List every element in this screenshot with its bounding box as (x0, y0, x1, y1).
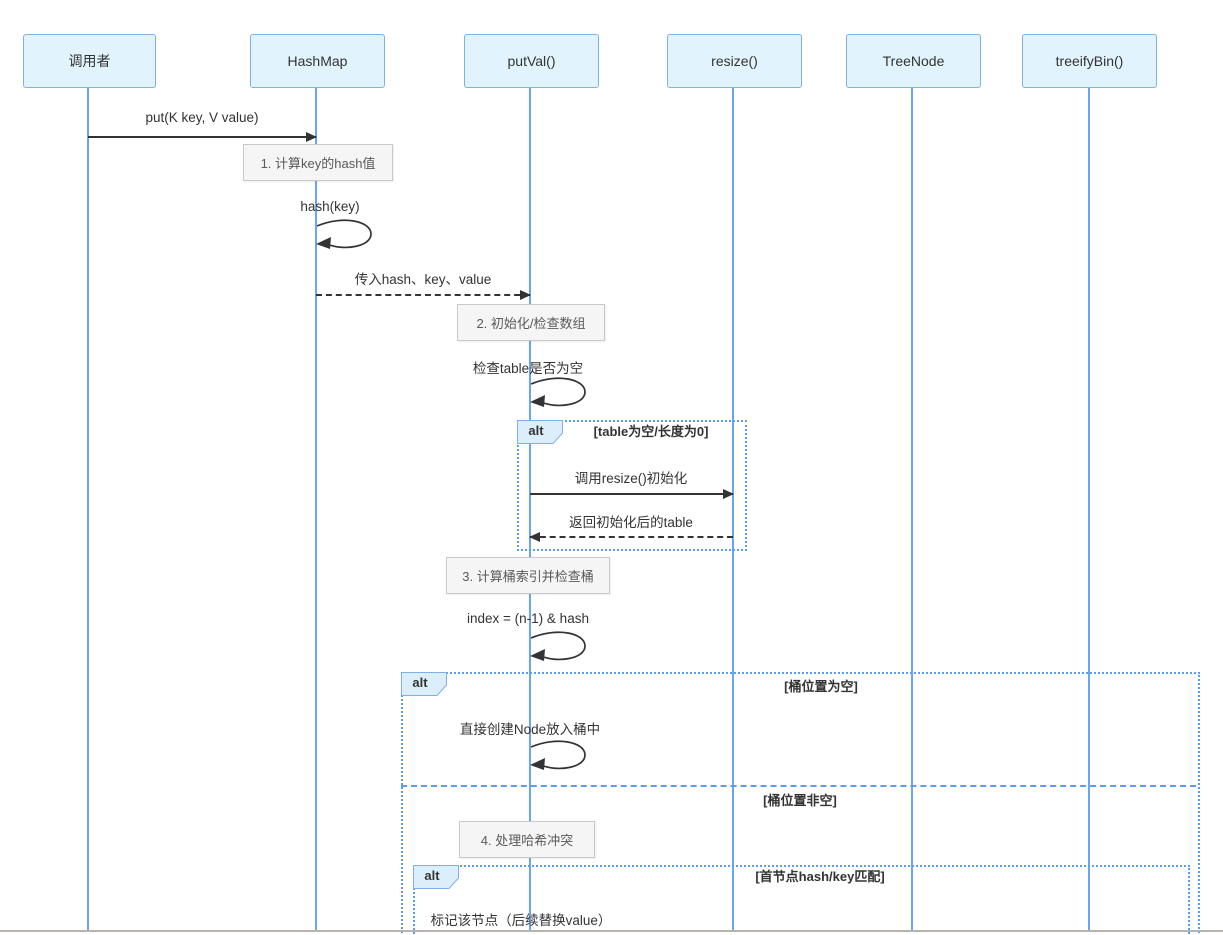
message-return-table-arrow (529, 532, 733, 542)
guard-head-match: [首节点hash/key匹配] (755, 869, 885, 884)
self-message-hash-label: hash(key) (300, 199, 360, 214)
actor-putval: putVal() (464, 34, 599, 88)
self-loop-icon (530, 377, 586, 407)
lifeline-treeifybin (1088, 88, 1090, 931)
self-message-index-label: index = (n-1) & hash (467, 611, 589, 626)
bottom-edge-rule (0, 930, 1223, 932)
arrowhead-icon (306, 132, 317, 142)
self-loop-icon (530, 740, 586, 770)
arrowhead-icon (529, 532, 540, 542)
actor-label: treeifyBin() (1055, 53, 1124, 69)
alt-label-text: alt (424, 868, 440, 883)
alt-else-divider (401, 785, 1196, 787)
self-loop-icon (530, 631, 586, 661)
alt-label-shape-icon (401, 672, 447, 696)
self-message-create-node-label: 直接创建Node放入桶中 (459, 722, 601, 737)
message-mark-node-label: 标记该节点（后续替换value） (430, 913, 612, 928)
actor-caller: 调用者 (23, 34, 156, 88)
lifeline-putval (529, 88, 531, 931)
arrowhead-icon (520, 290, 531, 300)
actor-label: TreeNode (882, 53, 945, 69)
message-call-resize-label: 调用resize()初始化 (574, 471, 688, 486)
note-init-check-array: 2. 初始化/检查数组 (457, 304, 605, 341)
alt-fragment-table-empty (517, 420, 747, 551)
alt-fragment-head-match (413, 865, 1190, 935)
note-compute-hash: 1. 计算key的hash值 (243, 144, 393, 181)
arrowhead-icon (723, 489, 734, 499)
guard-table-empty: [table为空/长度为0] (593, 424, 709, 439)
lifeline-hashmap (315, 88, 317, 931)
alt-label-text: alt (412, 675, 428, 690)
lifeline-resize (732, 88, 734, 931)
actor-treeifybin: treeifyBin() (1022, 34, 1157, 88)
message-call-resize-arrow (530, 489, 734, 499)
actor-label: 调用者 (68, 53, 111, 69)
actor-label: putVal() (507, 53, 556, 69)
message-put-label: put(K key, V value) (145, 110, 259, 125)
guard-bucket-not-empty: [桶位置非空] (763, 793, 837, 808)
self-loop-icon (316, 219, 372, 249)
guard-bucket-empty: [桶位置为空] (784, 679, 858, 694)
message-pass-args-label: 传入hash、key、value (354, 272, 492, 287)
alt-fragment-label: alt (517, 420, 563, 444)
alt-fragment-label: alt (401, 672, 447, 696)
lifeline-treenode (911, 88, 913, 931)
note-hash-conflict: 4. 处理哈希冲突 (459, 821, 595, 858)
actor-label: resize() (711, 53, 758, 69)
alt-fragment-bucket (401, 672, 1200, 935)
alt-label-text: alt (528, 423, 544, 438)
alt-fragment-label: alt (413, 865, 459, 889)
message-put-arrow (88, 132, 317, 142)
actor-treenode: TreeNode (846, 34, 981, 88)
actor-resize: resize() (667, 34, 802, 88)
message-return-table-label: 返回初始化后的table (569, 515, 693, 530)
note-bucket-index: 3. 计算桶索引并检查桶 (446, 557, 610, 594)
actor-label: HashMap (287, 53, 348, 69)
self-message-check-table-label: 检查table是否为空 (472, 361, 584, 376)
message-pass-args-arrow (316, 290, 531, 300)
alt-label-shape-icon (413, 865, 459, 889)
alt-label-shape-icon (517, 420, 563, 444)
actor-hashmap: HashMap (250, 34, 385, 88)
lifeline-caller (87, 88, 89, 931)
